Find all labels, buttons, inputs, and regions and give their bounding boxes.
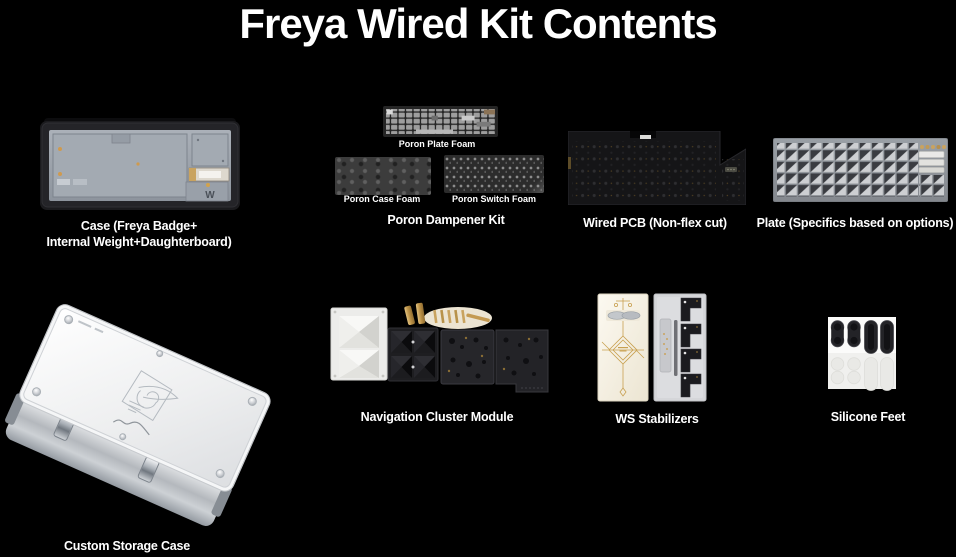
nav-cluster-image: [330, 300, 550, 400]
storage-case-engraving: [121, 370, 179, 422]
case-label: Case (Freya Badge+ Internal Weight+Daugh…: [46, 219, 231, 250]
nav-cluster-label: Navigation Cluster Module: [360, 410, 514, 424]
storage-case-label: Custom Storage Case: [63, 539, 191, 553]
storage-case-logo: [77, 320, 92, 328]
stabilizers-image: [596, 292, 710, 404]
case-label-line1: Case (Freya Badge+: [80, 219, 198, 233]
stabilizers-label: WS Stabilizers: [615, 412, 699, 426]
plate-image: [772, 137, 949, 203]
silicone-feet-image: [826, 314, 900, 392]
case-label-line2: Internal Weight+Daughterboard): [46, 234, 232, 249]
poron-plate-foam-label: Poron Plate Foam: [398, 139, 476, 149]
plate-label: Plate (Specifics based on options): [756, 216, 954, 230]
silicone-feet-label: Silicone Feet: [830, 410, 906, 424]
poron-case-foam-image: [335, 157, 431, 195]
storage-case-signature: [112, 419, 150, 436]
poron-case-foam-label: Poron Case Foam: [343, 194, 421, 204]
storage-case-body: [0, 301, 274, 532]
case-image: W: [40, 118, 240, 212]
poron-plate-foam-image: [383, 106, 498, 137]
case-badge-logo: W: [205, 190, 215, 201]
wired-pcb-image: [567, 130, 747, 206]
storage-case-image: [0, 293, 280, 541]
poron-switch-foam-label: Poron Switch Foam: [451, 194, 537, 204]
page-title: Freya Wired Kit Contents: [239, 0, 717, 47]
wired-pcb-label: Wired PCB (Non-flex cut): [583, 216, 727, 230]
storage-case-lid: [16, 301, 274, 495]
poron-switch-foam-image: [444, 155, 544, 193]
poron-kit-label: Poron Dampener Kit: [387, 213, 505, 227]
